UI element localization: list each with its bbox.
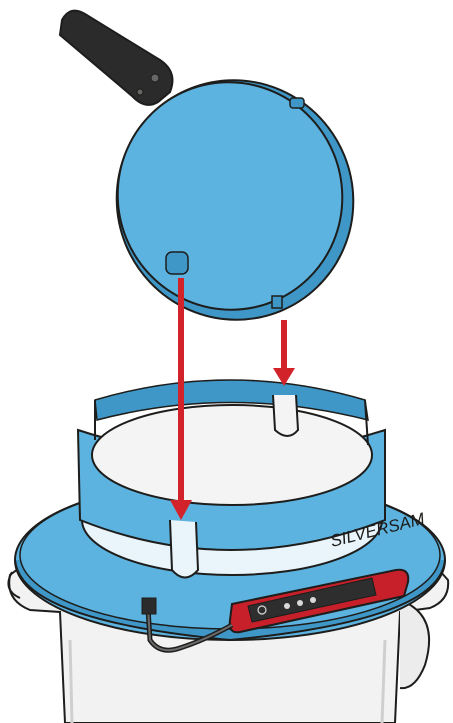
down-arrow-icon xyxy=(170,278,192,520)
screw-icon xyxy=(150,73,160,83)
lid xyxy=(115,79,355,321)
indicator-light xyxy=(297,600,303,606)
indicator-light xyxy=(284,603,290,609)
lid-tab xyxy=(165,251,189,275)
lid-tab xyxy=(289,97,305,109)
indicator-light xyxy=(310,597,316,603)
down-arrow-icon xyxy=(273,320,295,386)
power-icon[interactable] xyxy=(257,605,267,615)
screw-icon xyxy=(136,88,144,96)
lid-tab xyxy=(271,295,283,309)
lid-handle[interactable] xyxy=(58,9,174,106)
controller-unit xyxy=(141,568,410,653)
cable-plug xyxy=(141,597,157,615)
